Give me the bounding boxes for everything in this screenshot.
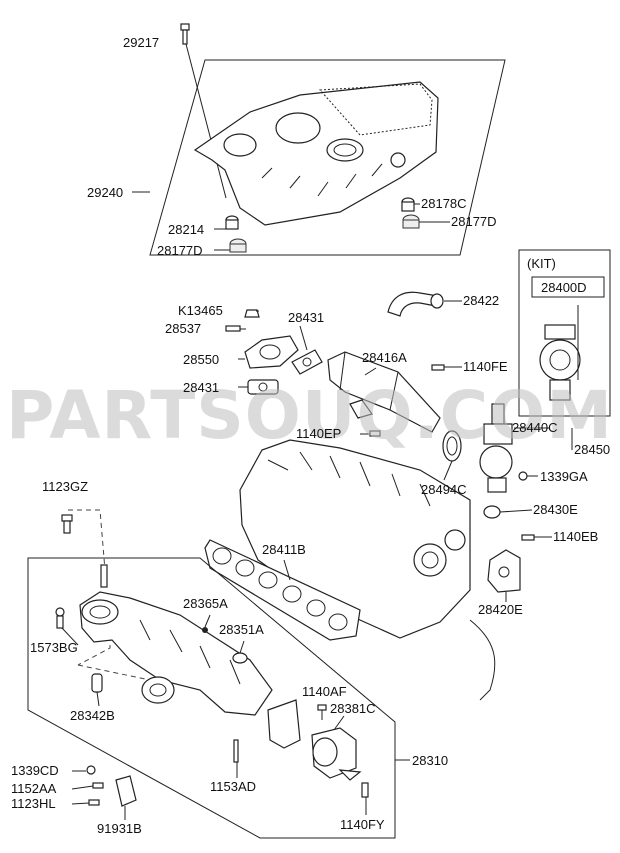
stud-1153AD[interactable] <box>233 739 239 763</box>
label-28431-top: 28431 <box>288 310 324 325</box>
throttle-body-28381C[interactable] <box>311 727 362 781</box>
plug-28365A[interactable] <box>202 627 208 633</box>
label-28178C: 28178C <box>421 196 467 211</box>
bolt-1140FE[interactable] <box>431 364 445 371</box>
label-1573BG: 1573BG <box>30 640 78 655</box>
label-29217: 29217 <box>123 35 159 50</box>
label-28440C: 28440C <box>512 420 558 435</box>
bolt-29217[interactable] <box>180 23 190 45</box>
adapter-28550[interactable] <box>244 335 299 369</box>
gasket-28351A[interactable] <box>232 652 248 664</box>
label-1339CD: 1339CD <box>11 763 59 778</box>
label-1140EP: 1140EP <box>296 426 341 441</box>
label-28342B: 28342B <box>70 708 115 723</box>
bolt-1140EB[interactable] <box>521 534 535 541</box>
manifold-group-frame <box>27 557 396 839</box>
bracket-91931B[interactable] <box>115 775 137 807</box>
bolt-1339GA[interactable] <box>518 471 528 481</box>
gasket-28430E[interactable] <box>483 505 501 519</box>
label-1140AF: 1140AF <box>302 684 347 699</box>
label-28430E: 28430E <box>533 502 578 517</box>
label-K13465: K13465 <box>178 303 223 318</box>
kit-frame <box>518 249 611 417</box>
label-28411B: 28411B <box>262 542 306 557</box>
label-28400D: 28400D <box>541 280 587 295</box>
label-1140FY: 1140FY <box>340 817 385 832</box>
label-28422: 28422 <box>463 293 499 308</box>
label-28494C: 28494C <box>421 482 467 497</box>
bolt-1123GZ[interactable] <box>61 514 73 534</box>
pipe-28422[interactable] <box>387 291 444 317</box>
label-28537: 28537 <box>165 321 201 336</box>
bolt-1152AA[interactable] <box>92 782 104 789</box>
bolt-1573BG[interactable] <box>55 607 65 629</box>
gasket-28411B[interactable] <box>204 539 361 641</box>
engine-cover-29240[interactable] <box>193 81 439 226</box>
intake-manifold-28310[interactable] <box>79 591 273 716</box>
pin-28342B[interactable] <box>91 673 103 693</box>
cylinder-head <box>239 439 496 701</box>
label-91931B: 91931B <box>97 821 142 836</box>
label-1123GZ: 1123GZ <box>42 479 88 494</box>
nut-1339CD[interactable] <box>86 765 96 775</box>
label-28381C: 28381C <box>330 701 376 716</box>
egr-cooler-28416A[interactable] <box>327 351 441 433</box>
grommet-28177D-right[interactable] <box>402 214 420 229</box>
grommet-28177D-left[interactable] <box>229 238 247 253</box>
label-28310: 28310 <box>412 753 448 768</box>
label-1153AD: 1153AD <box>210 779 256 794</box>
label-1140FE: 1140FE <box>463 359 508 374</box>
label-28550: 28550 <box>183 352 219 367</box>
label-28177D-left: 28177D <box>157 243 203 258</box>
label-1152AA: 1152AA <box>11 781 57 796</box>
kit-egr-valve[interactable] <box>539 305 581 401</box>
kit-part-box <box>531 276 605 298</box>
grommet-28214[interactable] <box>225 215 239 230</box>
egr-valve-28440C[interactable] <box>479 403 513 493</box>
bolt-K13465[interactable] <box>244 309 260 318</box>
label-28450: 28450 <box>574 442 610 457</box>
bracket-throttle <box>267 699 301 749</box>
watermark: PARTSOUQ.COM <box>6 377 613 454</box>
label-1339GA: 1339GA <box>540 469 588 484</box>
gasket-28431-top[interactable] <box>291 349 323 375</box>
stud-upper <box>100 564 108 588</box>
label-29240: 29240 <box>87 185 123 200</box>
bolt-1140FY[interactable] <box>361 782 369 798</box>
bolt-1123HL[interactable] <box>88 799 100 806</box>
label-1123HL: 1123HL <box>11 796 56 811</box>
label-28214: 28214 <box>168 222 204 237</box>
bracket-28420E[interactable] <box>487 549 521 593</box>
bolt-28537[interactable] <box>225 325 241 332</box>
label-1140EB: 1140EB <box>553 529 598 544</box>
label-28365A: 28365A <box>183 596 228 611</box>
label-kit: (KIT) <box>527 256 556 271</box>
cover-group-frame <box>149 59 506 256</box>
grommet-28178C[interactable] <box>401 197 415 212</box>
label-28351A: 28351A <box>219 622 264 637</box>
label-28431-mid: 28431 <box>183 380 219 395</box>
label-28420E: 28420E <box>478 602 523 617</box>
label-28177D-right: 28177D <box>451 214 497 229</box>
label-28416A: 28416A <box>362 350 407 365</box>
bolt-1140AF[interactable] <box>317 704 327 711</box>
